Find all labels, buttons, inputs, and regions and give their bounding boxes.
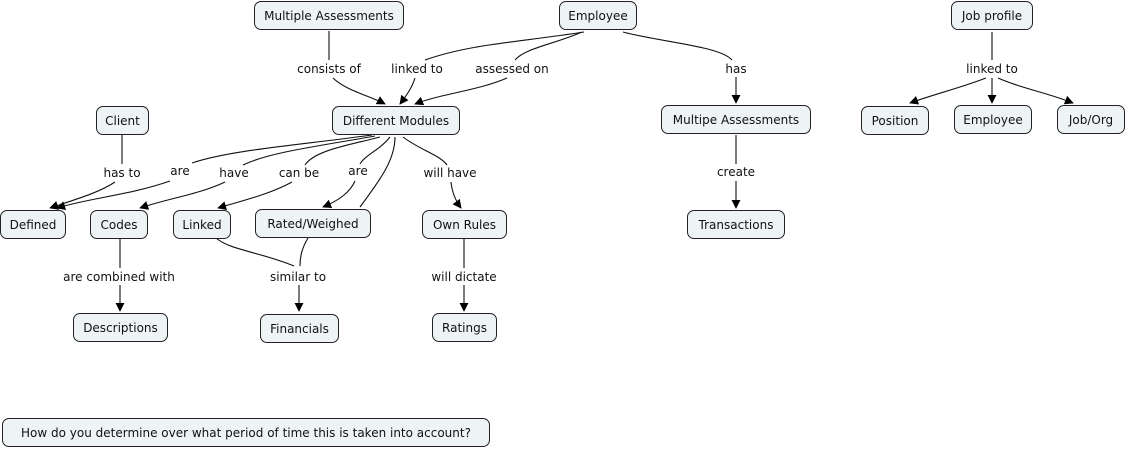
link-label-linked-to[interactable]: linked to — [390, 62, 444, 76]
node-different-modules[interactable]: Different Modules — [332, 106, 460, 135]
link-label-has[interactable]: has — [724, 62, 748, 76]
edge-can-be-in — [304, 136, 381, 166]
edge-jp-position — [909, 77, 987, 105]
node-question[interactable]: How do you determine over what period of… — [2, 418, 490, 447]
node-position[interactable]: Position — [861, 106, 929, 135]
edge-will-have-out — [450, 181, 462, 209]
link-label-similar-to[interactable]: similar to — [268, 270, 328, 284]
link-label-assessed-on[interactable]: assessed on — [474, 62, 550, 76]
node-multiple-assessments[interactable]: Multiple Assessments — [254, 1, 404, 30]
edge-assessed-on-in — [514, 31, 583, 61]
edge-will-have-in — [402, 136, 448, 166]
node-codes[interactable]: Codes — [90, 210, 148, 239]
link-label-create[interactable]: create — [715, 165, 757, 179]
link-label-job-linked-to[interactable]: linked to — [965, 62, 1019, 76]
node-rated-weighed[interactable]: Rated/Weighed — [255, 209, 371, 238]
node-client[interactable]: Client — [96, 106, 149, 135]
edge-can-be-out — [217, 181, 293, 211]
link-label-will-dictate[interactable]: will dictate — [430, 270, 498, 284]
link-label-can-be[interactable]: can be — [277, 166, 321, 180]
edge-assessed-on-out — [414, 77, 508, 106]
node-own-rules[interactable]: Own Rules — [422, 210, 507, 239]
node-financials[interactable]: Financials — [260, 314, 339, 343]
edge-are-b-out — [322, 180, 356, 209]
node-descriptions[interactable]: Descriptions — [73, 313, 168, 342]
edge-have-out — [139, 181, 226, 210]
edge-are-a-out — [56, 180, 171, 210]
edge-linked-to-out — [399, 77, 416, 105]
edge-have-in — [242, 135, 376, 166]
edge-similar-linked — [215, 237, 295, 267]
edge-similar-rated — [299, 237, 309, 267]
link-label-are-combined-with[interactable]: are combined with — [62, 270, 176, 284]
edge-are-a-in — [191, 134, 373, 164]
edge-jp-joborg — [997, 77, 1074, 105]
edge-linked-to-in — [424, 31, 585, 61]
link-label-will-have[interactable]: will have — [422, 166, 478, 180]
link-label-has-to[interactable]: has to — [102, 166, 142, 180]
edge-are-b-back — [359, 136, 396, 208]
link-label-have[interactable]: have — [218, 166, 250, 180]
node-employee-2[interactable]: Employee — [954, 105, 1032, 134]
edge-are-b-in — [359, 136, 391, 165]
edge-has-in — [622, 31, 733, 61]
edge-has-to-out — [49, 181, 116, 210]
node-defined[interactable]: Defined — [0, 210, 66, 239]
node-transactions[interactable]: Transactions — [687, 210, 785, 239]
node-job-org[interactable]: Job/Org — [1057, 105, 1125, 134]
node-ratings[interactable]: Ratings — [432, 313, 497, 342]
node-multipe-assessments[interactable]: Multipe Assessments — [661, 105, 811, 134]
node-employee[interactable]: Employee — [559, 1, 637, 30]
link-label-are-defined[interactable]: are — [169, 164, 191, 178]
node-linked[interactable]: Linked — [173, 210, 231, 239]
edge-consists-of-out — [332, 77, 386, 105]
link-label-consists-of[interactable]: consists of — [296, 62, 362, 76]
node-job-profile[interactable]: Job profile — [951, 1, 1033, 30]
link-label-are-rated[interactable]: are — [347, 164, 369, 178]
